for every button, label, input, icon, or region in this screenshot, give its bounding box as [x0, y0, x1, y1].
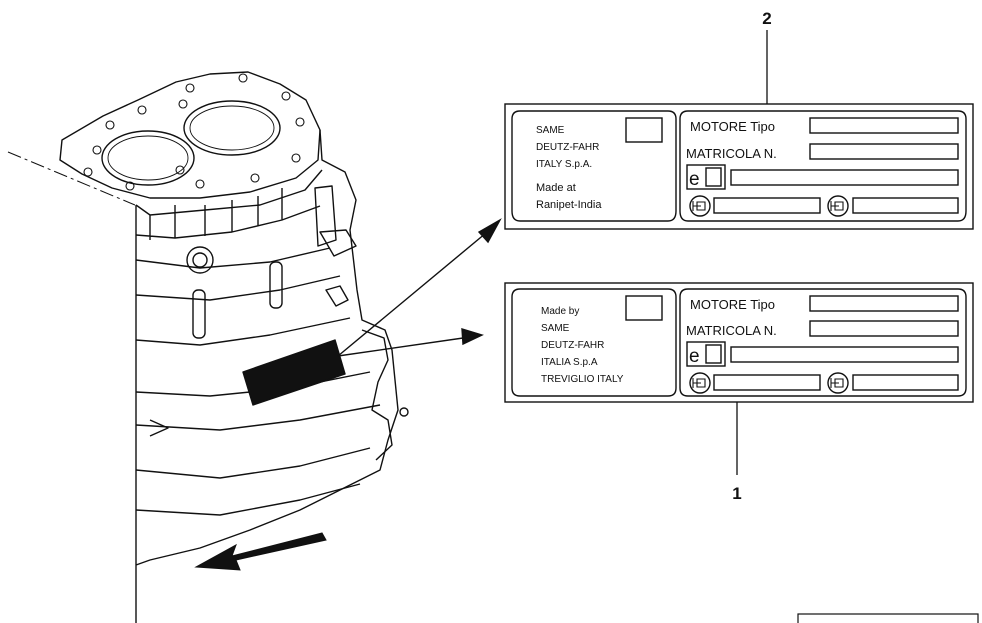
corner-reference-box: [797, 613, 979, 623]
plate-location: [242, 339, 346, 406]
center-line-horizontal: [7, 151, 136, 206]
front-direction-arrow: [194, 532, 327, 571]
plate-1-homologation-field: [730, 346, 959, 363]
rear-flange: [361, 329, 393, 461]
plate-1-company-line-5: TREVIGLIO ITALY: [541, 374, 624, 385]
plate-2-serial-label: MATRICOLA N.: [686, 146, 777, 161]
plate-2-serial-field: [809, 143, 959, 160]
plate-1-e-mark: e: [689, 346, 700, 367]
plate-1-field-a: [713, 374, 821, 391]
block-deck: [59, 71, 321, 199]
block-outline: [135, 129, 399, 623]
plate-1-field-b: [852, 374, 959, 391]
plate-1-text: Made by SAME DEUTZ-FAHR ITALIA S.p.A TRE…: [541, 297, 777, 385]
plate-2-engine-type-label: MOTORE Tipo: [690, 119, 775, 134]
engine-block-drawing: [7, 71, 409, 623]
plate-2-field-b: [852, 197, 959, 214]
plate-1-engine-icon-2: [827, 372, 849, 394]
plate-1-stamp-box: [625, 295, 663, 321]
plate-2-engine-icon-2: [827, 195, 849, 217]
identification-plate-italy: [504, 282, 974, 403]
callout-1: 1: [732, 484, 741, 503]
plate-2-company-line-1: SAME: [536, 125, 565, 136]
plate-1-company-line-3: DEUTZ-FAHR: [541, 340, 604, 351]
plate-2-e-mark-box: [686, 164, 726, 190]
boss-large: [186, 246, 214, 274]
plate-2-company-line-3: ITALY S.p.A.: [536, 159, 592, 170]
callout-2: 2: [762, 9, 771, 28]
cylinder-bore-1: [101, 130, 195, 186]
boss-rect-2: [269, 261, 283, 309]
plate-2-company-line-2: DEUTZ-FAHR: [536, 142, 599, 153]
block-ribs: [135, 169, 323, 240]
plate-1-company-line-2: SAME: [541, 323, 570, 334]
plate-2-e-mark: e: [689, 169, 700, 190]
leader-arrows: [337, 218, 502, 357]
plate-1-company-line-1: Made by: [541, 306, 579, 317]
plate-1-e-mark-box: [686, 341, 726, 367]
plate-2-made-line-2: Ranipet-India: [536, 199, 602, 211]
plate-2-homologation-field: [730, 169, 959, 186]
plate-1-serial-label: MATRICOLA N.: [686, 323, 777, 338]
boss-rect-1: [192, 289, 206, 339]
plate-1-serial-field: [809, 320, 959, 337]
side-lug: [314, 185, 357, 307]
cylinder-bore-2: [183, 100, 281, 156]
plate-2-field-a: [713, 197, 821, 214]
plate-1-engine-type-field: [809, 295, 959, 312]
plate-1-engine-icon-1: [689, 372, 711, 394]
plate-1-company-line-4: ITALIA S.p.A: [541, 357, 598, 368]
plate-2-text: SAME DEUTZ-FAHR ITALY S.p.A. Made at Ran…: [536, 119, 777, 211]
plate-1-engine-type-label: MOTORE Tipo: [690, 297, 775, 312]
head-bolt-holes: [83, 73, 305, 191]
plate-2-stamp-box: [625, 117, 663, 143]
plate-2-engine-icon-1: [689, 195, 711, 217]
plate-2-engine-type-field: [809, 117, 959, 134]
identification-plate-india: [504, 103, 974, 230]
plate-2-made-line-1: Made at: [536, 182, 576, 194]
